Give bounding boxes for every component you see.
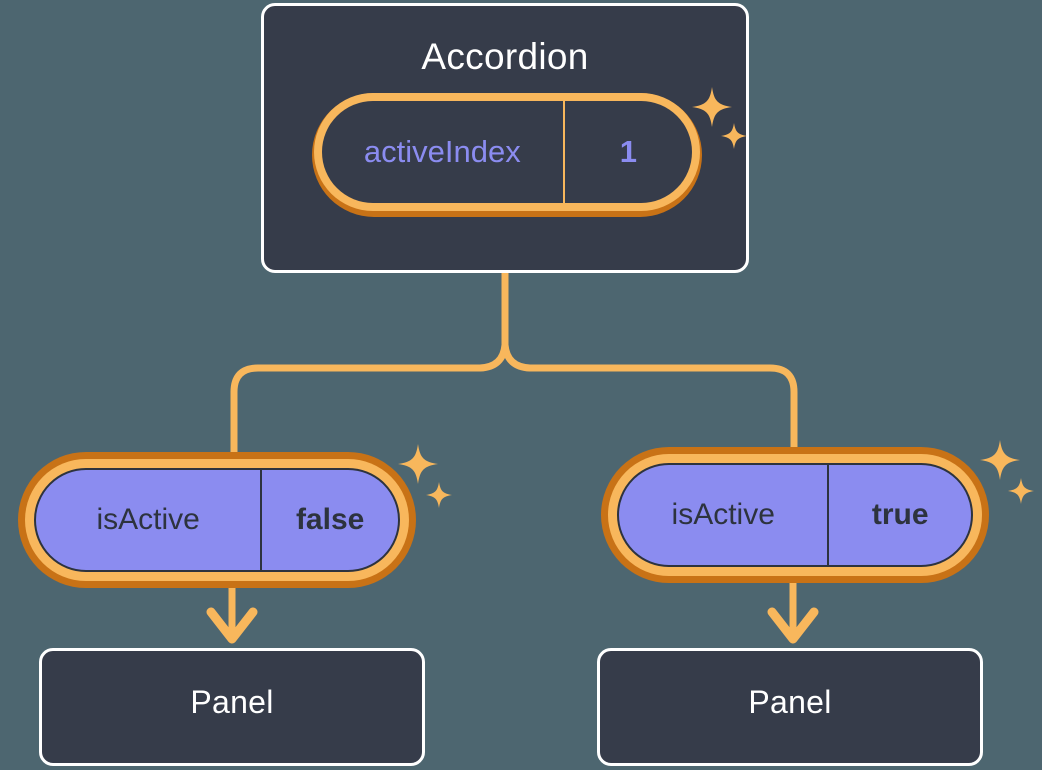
sparkle-icon <box>980 440 1020 480</box>
state-pill-isactive-right[interactable]: isActive true <box>601 447 989 583</box>
component-title-panel-right: Panel <box>748 684 832 720</box>
component-title-panel-left: Panel <box>190 684 274 720</box>
state-value-label: true <box>871 498 929 531</box>
state-pill-activeindex[interactable]: activeIndex 1 <box>312 93 702 217</box>
wire-junction-peak <box>476 341 534 372</box>
arrow-down-icon-right <box>767 581 819 644</box>
state-key-label: activeIndex <box>322 101 565 203</box>
sparkle-icon <box>426 482 452 508</box>
component-card-panel-left[interactable]: Panel <box>39 648 425 766</box>
sparkle-icon <box>398 444 438 484</box>
component-title-accordion: Accordion <box>421 36 589 77</box>
state-pill-isactive-left[interactable]: isActive false <box>18 452 416 588</box>
state-key-label: isActive <box>36 470 263 570</box>
pill-body: isActive false <box>34 468 400 572</box>
wire-branch-left <box>230 364 484 462</box>
sparkle-icon <box>1008 478 1034 504</box>
state-value-label: false <box>295 503 365 536</box>
sparkle-group-right <box>980 436 1040 514</box>
pill-body: isActive true <box>617 463 973 567</box>
component-card-panel-right[interactable]: Panel <box>597 648 983 766</box>
wire-branch-right <box>526 364 798 456</box>
state-key-label: isActive <box>619 465 830 565</box>
state-value-label: 1 <box>619 134 637 169</box>
pill-body: activeIndex 1 <box>322 101 692 203</box>
arrow-down-icon-left <box>206 586 258 644</box>
